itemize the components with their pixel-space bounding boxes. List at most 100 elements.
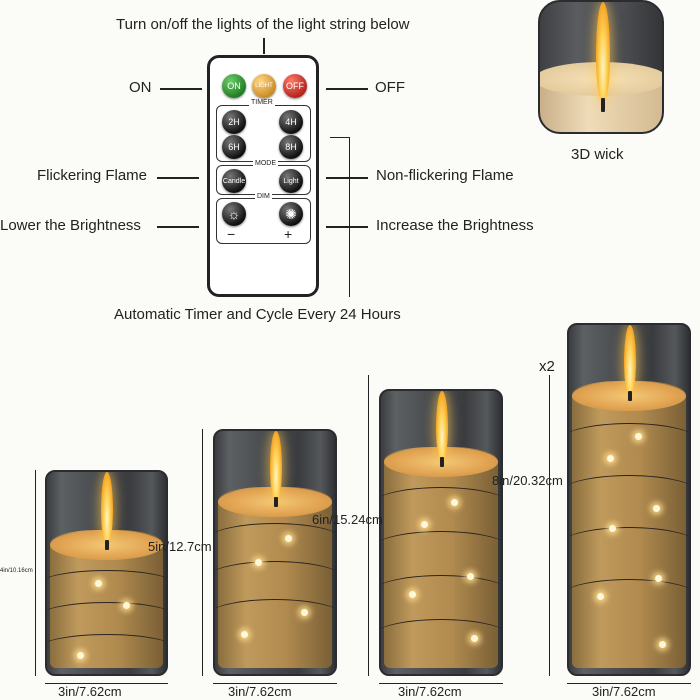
timer-4h-button[interactable]: 4H xyxy=(279,110,303,134)
lower-brightness-label: Lower the Brightness xyxy=(0,217,141,234)
wick-stick xyxy=(601,98,605,112)
fairy-light xyxy=(607,455,614,462)
candle-8in xyxy=(567,323,691,676)
fairy-light xyxy=(655,575,662,582)
width-dimension-line xyxy=(379,683,503,684)
timer-pointer-h xyxy=(330,137,350,138)
dim-title: DIM xyxy=(255,193,272,200)
wick-flame xyxy=(596,2,610,102)
candle-6in xyxy=(379,389,503,676)
width-label-3: 3in/7.62cm xyxy=(398,684,462,699)
on-label: ON xyxy=(129,79,152,96)
fairy-light xyxy=(659,641,666,648)
candle-flame xyxy=(624,325,636,395)
flicker-pointer-line xyxy=(157,177,199,179)
fairy-light xyxy=(471,635,478,642)
candle-flame xyxy=(101,472,113,544)
dim-down-button[interactable]: ☼ xyxy=(222,202,246,226)
height-label-5in: 5in/12.7cm xyxy=(148,539,212,554)
off-button[interactable]: OFF xyxy=(283,74,307,98)
height-dimension-line xyxy=(202,429,203,676)
candle-flame xyxy=(270,431,282,501)
sun-bright-icon: ✺ xyxy=(285,205,297,222)
width-dimension-line xyxy=(567,683,691,684)
fairy-light xyxy=(609,525,616,532)
fairy-wire xyxy=(381,531,501,568)
height-dimension-line xyxy=(368,375,369,676)
auto-timer-label: Automatic Timer and Cycle Every 24 Hours xyxy=(114,306,401,323)
plus-sign: + xyxy=(284,226,293,242)
width-dimension-line xyxy=(213,683,337,684)
wick-label: 3D wick xyxy=(571,146,624,163)
increase-brightness-label: Increase the Brightness xyxy=(376,217,534,234)
fairy-wire xyxy=(215,523,335,560)
mode-title: MODE xyxy=(253,160,278,167)
fairy-light xyxy=(77,652,84,659)
on-pointer-line xyxy=(160,88,202,90)
fairy-light xyxy=(653,505,660,512)
on-button[interactable]: ON xyxy=(222,74,246,98)
flicker-label: Flickering Flame xyxy=(37,167,148,184)
candle-5in xyxy=(213,429,337,676)
candle-4in xyxy=(45,470,168,676)
fairy-light xyxy=(451,499,458,506)
top-caption: Turn on/off the lights of the light stri… xyxy=(116,16,410,33)
candle-wick xyxy=(628,391,632,401)
fairy-wire xyxy=(569,579,689,616)
remote-control: ON LIGHT OFF TIMER 2H 4H 6H 8H MODE Cand… xyxy=(207,55,319,297)
minus-sign: − xyxy=(227,226,236,242)
nonflicker-pointer-line xyxy=(326,177,368,179)
fairy-wire xyxy=(47,602,166,633)
sun-icon: ☼ xyxy=(227,206,241,222)
fairy-light xyxy=(123,602,130,609)
off-pointer-line xyxy=(326,88,368,90)
fairy-light xyxy=(241,631,248,638)
timer-group: TIMER 2H 4H 6H 8H xyxy=(216,99,311,162)
timer-title: TIMER xyxy=(249,99,275,106)
fairy-wire xyxy=(47,634,166,665)
fairy-wire xyxy=(381,619,501,656)
candle-flame xyxy=(436,391,448,461)
fairy-light xyxy=(409,591,416,598)
width-label-1: 3in/7.62cm xyxy=(58,684,122,699)
light-toggle-button[interactable]: LIGHT xyxy=(252,74,276,98)
fairy-light xyxy=(301,609,308,616)
width-label-2: 3in/7.62cm xyxy=(228,684,292,699)
fairy-wire xyxy=(215,599,335,636)
fairy-light xyxy=(285,535,292,542)
height-dimension-line xyxy=(549,375,550,676)
fairy-light xyxy=(597,593,604,600)
increase-pointer-line xyxy=(326,226,368,228)
timer-pointer-v xyxy=(349,137,350,297)
quantity-label: x2 xyxy=(539,358,555,375)
candle-wick xyxy=(274,497,278,507)
wick-closeup-image xyxy=(538,0,664,134)
caption-pointer-line xyxy=(263,38,265,54)
off-label: OFF xyxy=(375,79,405,96)
lower-pointer-line xyxy=(157,226,199,228)
height-label-8in: 8in/20.32cm xyxy=(492,473,563,488)
candle-wick xyxy=(440,457,444,467)
dim-group: DIM ☼ ✺ − + xyxy=(216,193,311,244)
dim-up-button[interactable]: ✺ xyxy=(279,202,303,226)
height-label-6in: 6in/15.24cm xyxy=(312,512,383,527)
fairy-wire xyxy=(569,527,689,564)
width-dimension-line xyxy=(45,683,168,684)
fairy-wire xyxy=(569,423,689,460)
timer-8h-button[interactable]: 8H xyxy=(279,135,303,159)
fairy-wire xyxy=(381,487,501,524)
fairy-wire xyxy=(381,575,501,612)
light-mode-button[interactable]: Light xyxy=(279,169,303,193)
fairy-light xyxy=(95,580,102,587)
width-label-4: 3in/7.62cm xyxy=(592,684,656,699)
height-label-4in: 4in/10.16cm xyxy=(0,568,33,574)
nonflicker-label: Non-flickering Flame xyxy=(376,167,514,184)
candle-mode-button[interactable]: Candle xyxy=(222,169,246,193)
fairy-light xyxy=(467,573,474,580)
fairy-wire xyxy=(47,570,166,601)
fairy-wire xyxy=(215,561,335,598)
timer-2h-button[interactable]: 2H xyxy=(222,110,246,134)
timer-6h-button[interactable]: 6H xyxy=(222,135,246,159)
candle-wick xyxy=(105,540,109,550)
fairy-light xyxy=(635,433,642,440)
